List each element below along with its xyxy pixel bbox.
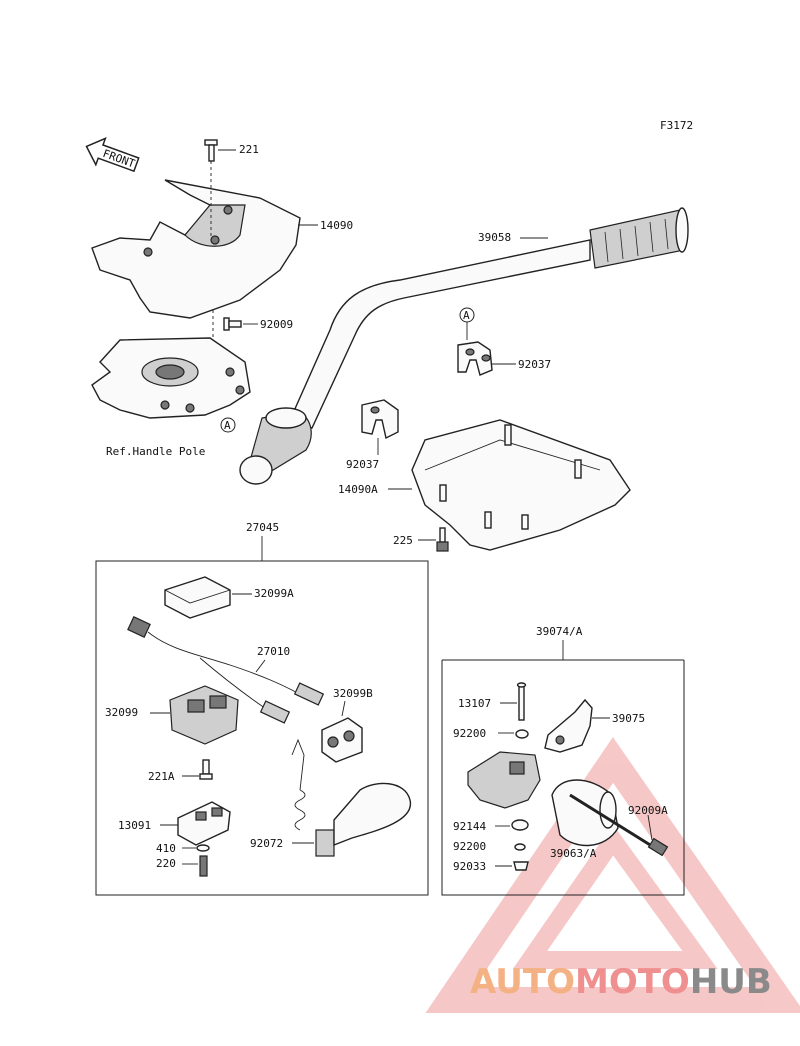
label-221: 221 xyxy=(239,143,259,156)
lower-cover-14090A xyxy=(411,419,631,551)
label-92072: 92072 xyxy=(250,837,283,850)
throttle-housing-39063A xyxy=(551,779,619,847)
handle-pole-plate xyxy=(91,337,251,419)
watermark-auto: AUTO xyxy=(470,962,575,1002)
screw-92009 xyxy=(223,317,242,331)
front-arrow-icon: FRONT xyxy=(85,137,140,173)
label-410: 410 xyxy=(156,842,176,855)
svg-text:AUTOMOTOHUB: AUTOMOTOHUB xyxy=(470,962,772,1002)
svg-text:A: A xyxy=(224,419,231,432)
screw-220 xyxy=(199,855,208,877)
cover-32099A xyxy=(164,576,231,619)
screw-221 xyxy=(204,139,218,162)
wire-harness-27010 xyxy=(127,616,325,724)
label-13107: 13107 xyxy=(458,697,491,710)
label-92200-bottom: 92200 xyxy=(453,840,486,853)
handle-cover-14090 xyxy=(91,179,301,319)
washer-410 xyxy=(196,844,210,852)
switch-case-32099 xyxy=(169,685,239,745)
label-32099B: 32099B xyxy=(333,687,373,700)
label-92200-top: 92200 xyxy=(453,727,486,740)
lever-39075 xyxy=(544,698,593,753)
washer-92200-top xyxy=(515,729,529,739)
label-92037-right: 92037 xyxy=(518,358,551,371)
label-14090: 14090 xyxy=(320,219,353,232)
label-220: 220 xyxy=(156,857,176,870)
washer-92200-bottom xyxy=(514,843,526,851)
label-92009A: 92009A xyxy=(628,804,668,817)
watermark-logo xyxy=(425,737,800,1013)
label-39063A: 39063/A xyxy=(550,847,597,860)
label-27010: 27010 xyxy=(257,645,290,658)
cap-13091 xyxy=(177,801,231,846)
label-92037-left: 92037 xyxy=(346,458,379,471)
lanyard-clip-92072 xyxy=(291,738,412,857)
assembly-box-39074A xyxy=(441,660,685,896)
label-32099A: 32099A xyxy=(254,587,294,600)
figure-code: F3172 xyxy=(660,119,693,132)
label-221A: 221A xyxy=(148,770,175,783)
label-39074A: 39074/A xyxy=(536,625,583,638)
bracket-housing xyxy=(467,751,541,809)
label-39075: 39075 xyxy=(612,712,645,725)
handlebar-39058 xyxy=(239,207,689,485)
label-14090A: 14090A xyxy=(338,483,378,496)
label-39058: 39058 xyxy=(478,231,511,244)
label-225: 225 xyxy=(393,534,413,547)
label-ref-handle-pole: Ref.Handle Pole xyxy=(106,445,205,458)
watermark-text: AUTOMOTOHUB xyxy=(470,962,772,1002)
clip-92033 xyxy=(513,861,529,871)
marker-a-right: A xyxy=(459,307,475,323)
label-92144: 92144 xyxy=(453,820,486,833)
label-32099: 32099 xyxy=(105,706,138,719)
clamp-92037-right xyxy=(457,341,493,376)
holder-32099B xyxy=(321,717,363,763)
label-92009: 92009 xyxy=(260,318,293,331)
marker-a-left: A xyxy=(220,417,236,433)
svg-text:A: A xyxy=(463,309,470,322)
screw-221A xyxy=(199,759,213,780)
clamp-92037-left xyxy=(361,399,399,440)
watermark-hub: HUB xyxy=(690,962,772,1002)
label-27045: 27045 xyxy=(246,521,279,534)
pin-13107 xyxy=(516,682,527,721)
watermark-moto: MOTO xyxy=(575,962,690,1002)
label-13091: 13091 xyxy=(118,819,151,832)
label-92033: 92033 xyxy=(453,860,486,873)
screw-225 xyxy=(436,527,449,552)
bolt-92009A xyxy=(569,793,669,857)
spring-92144 xyxy=(511,819,529,831)
